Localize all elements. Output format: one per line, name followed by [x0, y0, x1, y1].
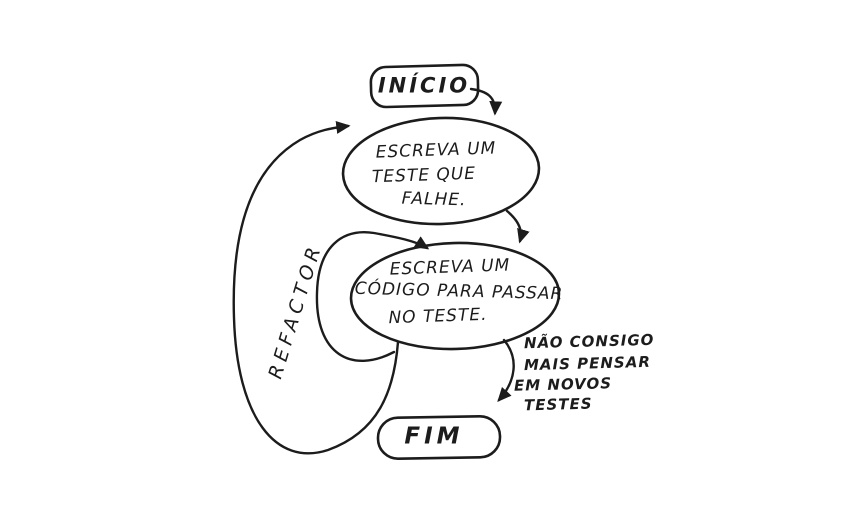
- annotation-line-3: EM NOVOS: [513, 374, 613, 395]
- write-test-ellipse: [341, 116, 541, 226]
- annotation-line-2: MAIS PENSAR: [523, 352, 652, 375]
- code-to-end-arrow: [497, 338, 515, 402]
- code-node-line-1: ESCREVA UM: [389, 255, 511, 280]
- new-test-loop-arrow: [232, 121, 400, 455]
- test-node-line-1: ESCREVA UM: [375, 138, 497, 163]
- end-node-shape: [376, 414, 502, 461]
- test-node-line-2: TESTE QUE: [371, 163, 477, 188]
- annotation-line-4: TESTES: [523, 394, 593, 415]
- test-node-line-3: FALHE.: [401, 188, 467, 211]
- start-to-test-arrow: [469, 87, 503, 116]
- start-node-label: INÍCIO: [377, 73, 471, 98]
- start-node-shape: [369, 63, 480, 109]
- refactor-loop-arrow: [315, 231, 430, 362]
- write-code-ellipse: [349, 241, 561, 351]
- annotation-line-1: NÃO CONSIGO: [523, 330, 655, 353]
- end-node-label: FIM: [404, 423, 464, 450]
- code-node-line-3: NO TESTE.: [388, 304, 488, 329]
- test-to-code-arrow: [505, 209, 530, 244]
